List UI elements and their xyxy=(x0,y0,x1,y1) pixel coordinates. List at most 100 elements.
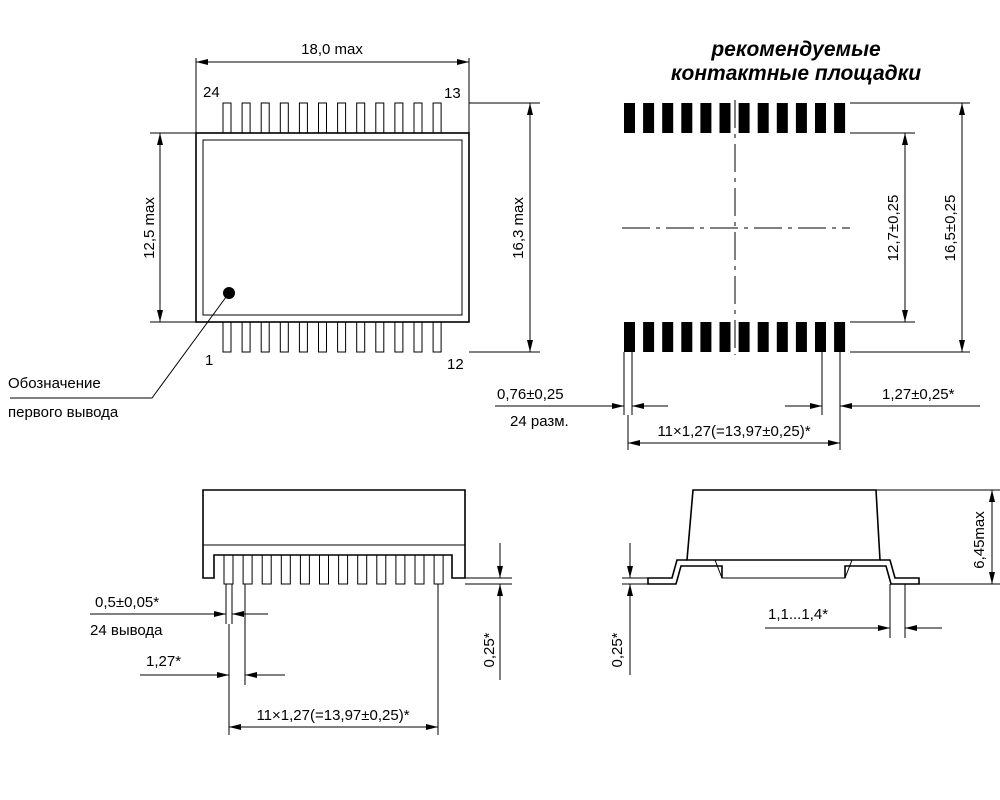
side-body-outline xyxy=(202,489,466,579)
pin1-marker-label-line2: первого вывода xyxy=(8,404,119,421)
top-lead xyxy=(394,102,404,134)
top-lead xyxy=(356,102,366,134)
bottom-pad xyxy=(815,322,826,352)
end-view: 6,45max 1,1...1,4* 0,25* xyxy=(609,489,1000,675)
bottom-lead xyxy=(432,321,442,353)
bottom-pad xyxy=(719,322,731,352)
side-pitch-arrow-left xyxy=(217,672,229,678)
top-pad xyxy=(681,103,693,133)
bottom-pad xyxy=(700,322,712,352)
side-standoff-label: 0,25* xyxy=(481,632,498,667)
end-height-arrow-bottom xyxy=(989,572,995,584)
side-lead xyxy=(433,554,444,585)
top-lead xyxy=(337,102,347,134)
bottom-pad xyxy=(738,322,750,352)
top-pad xyxy=(624,103,635,133)
pin24-label: 24 xyxy=(203,84,220,101)
height-arrow-bottom xyxy=(157,310,163,322)
top-lead xyxy=(375,102,385,134)
width-arrow-right xyxy=(457,59,469,65)
end-lead-left xyxy=(647,559,723,585)
top-pad xyxy=(834,103,846,133)
bottom-pad xyxy=(643,322,655,352)
bottom-lead xyxy=(394,321,404,353)
bottom-pad xyxy=(795,322,807,352)
foot-label: 1,1...1,4* xyxy=(768,606,828,623)
top-pad xyxy=(643,103,655,133)
outer-span-label: 16,5±0,25 xyxy=(942,195,959,262)
pin1-marker-label-line1: Обозначение xyxy=(8,375,101,392)
top-pads xyxy=(624,103,846,133)
package-body-outer xyxy=(195,132,470,323)
lead-width-label: 0,5±0,05* xyxy=(95,594,159,611)
bottom-lead xyxy=(279,321,289,353)
end-standoff-arrow-top xyxy=(627,566,633,578)
land-title-line2: контактные площадки xyxy=(671,62,921,85)
side-leads xyxy=(223,554,444,585)
top-pad xyxy=(815,103,826,133)
lead-count-label: 24 вывода xyxy=(90,622,163,639)
top-pad xyxy=(738,103,750,133)
end-body-lower xyxy=(687,559,880,579)
end-standoff-label: 0,25* xyxy=(609,632,626,667)
side-overall-arrow-right xyxy=(426,724,438,730)
top-view: Обозначение первого вывода 24 13 1 12 18… xyxy=(8,41,540,421)
land-pattern: рекомендуемые контактные площадки 12,7±0… xyxy=(495,38,980,450)
inner-arrow-top xyxy=(902,133,908,145)
side-lead xyxy=(242,554,253,585)
top-pad xyxy=(719,103,731,133)
pin12-label: 12 xyxy=(447,356,464,373)
bottom-lead xyxy=(241,321,251,353)
bottom-pads xyxy=(624,322,846,352)
top-leads xyxy=(222,102,442,134)
end-height-arrow-top xyxy=(989,490,995,502)
top-lead xyxy=(318,102,327,134)
side-pitch-label: 1,27* xyxy=(146,653,181,670)
side-span-label: 11×1,27(=13,97±0,25)* xyxy=(256,707,409,724)
side-lead xyxy=(357,554,368,585)
bottom-lead xyxy=(375,321,385,353)
span-arrow-top xyxy=(527,103,533,115)
inner-arrow-bottom xyxy=(902,310,908,322)
side-lead xyxy=(223,554,234,585)
lead-width-arrow-left xyxy=(214,611,226,617)
overall-arrow-left xyxy=(628,440,640,446)
pin13-label: 13 xyxy=(444,85,461,102)
bottom-leads xyxy=(222,321,442,353)
pitch-arrow-right xyxy=(840,403,852,409)
side-lead xyxy=(261,554,272,585)
side-pitch-arrow-right xyxy=(245,672,257,678)
bottom-pad xyxy=(662,322,674,352)
side-lead xyxy=(395,554,406,585)
top-lead xyxy=(241,102,251,134)
end-body-upper xyxy=(686,489,881,561)
width-arrow-left xyxy=(196,59,208,65)
overall-arrow-right xyxy=(828,440,840,446)
top-lead xyxy=(432,102,442,134)
end-standoff-arrow-bottom xyxy=(627,584,633,596)
bottom-lead xyxy=(298,321,308,353)
span-label: 16,3 max xyxy=(510,197,527,259)
top-pad xyxy=(662,103,674,133)
bottom-pad xyxy=(834,322,846,352)
land-pitch-label: 1,27±0,25* xyxy=(882,386,955,403)
land-span-label: 11×1,27(=13,97±0,25)* xyxy=(657,423,810,440)
top-lead xyxy=(413,102,423,134)
land-title-line1: рекомендуемые xyxy=(710,38,881,61)
bottom-lead xyxy=(337,321,347,353)
inner-span-label: 12,7±0,25 xyxy=(885,195,902,262)
bottom-lead xyxy=(356,321,366,353)
pin1-label: 1 xyxy=(205,352,213,369)
side-overall-arrow-left xyxy=(229,724,241,730)
top-lead xyxy=(222,102,232,134)
pad-width-arrow-left xyxy=(612,403,624,409)
side-lead xyxy=(376,554,387,585)
bottom-lead xyxy=(222,321,232,353)
package-body-inner xyxy=(202,139,463,316)
foot-arrow-right xyxy=(905,625,917,631)
bottom-pad xyxy=(757,322,769,352)
pad-width-label: 0,76±0,25 xyxy=(497,386,564,403)
side-view: 0,25* 0,5±0,05* 24 вывода 1,27* 11×1,27(… xyxy=(90,489,512,735)
end-height-label: 6,45max xyxy=(971,511,988,569)
